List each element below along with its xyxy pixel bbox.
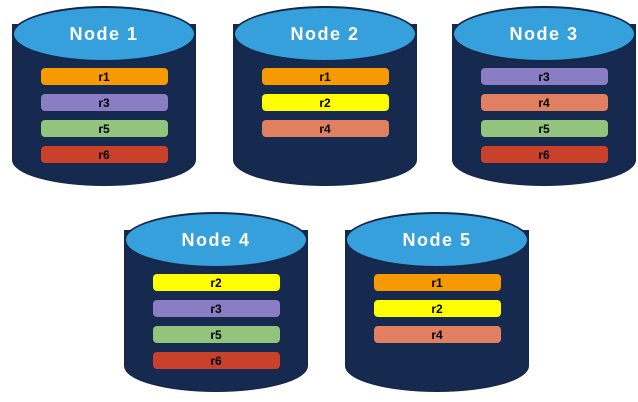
replica-bar[interactable]: r1 bbox=[40, 68, 168, 85]
replica-bar[interactable]: r6 bbox=[40, 146, 168, 163]
replica-bar[interactable]: r4 bbox=[480, 94, 608, 111]
replica-bar[interactable]: r2 bbox=[261, 94, 389, 111]
replica-bar[interactable]: r4 bbox=[261, 120, 389, 137]
cylinder-top-disc bbox=[124, 212, 308, 268]
replica-bar[interactable]: r2 bbox=[152, 274, 280, 291]
cylinder-top-disc bbox=[345, 212, 529, 268]
replica-bar[interactable]: r1 bbox=[261, 68, 389, 85]
replica-list: r1 r3 r5 r6 bbox=[12, 68, 196, 163]
replica-list: r3 r4 r5 r6 bbox=[452, 68, 636, 163]
cylinder-top-disc bbox=[452, 6, 636, 62]
replica-bar[interactable]: r6 bbox=[480, 146, 608, 163]
replica-bar[interactable]: r3 bbox=[40, 94, 168, 111]
replica-bar[interactable]: r5 bbox=[152, 326, 280, 343]
replica-bar[interactable]: r3 bbox=[152, 300, 280, 317]
replica-list: r2 r3 r5 r6 bbox=[124, 274, 308, 369]
replica-bar[interactable]: r5 bbox=[480, 120, 608, 137]
replica-bar[interactable]: r1 bbox=[373, 274, 501, 291]
cylinder-top-disc bbox=[233, 6, 417, 62]
replica-list: r1 r2 r4 bbox=[233, 68, 417, 137]
replica-bar[interactable]: r4 bbox=[373, 326, 501, 343]
replica-bar[interactable]: r5 bbox=[40, 120, 168, 137]
replica-bar[interactable]: r2 bbox=[373, 300, 501, 317]
replica-list: r1 r2 r4 bbox=[345, 274, 529, 343]
cylinder-top-disc bbox=[12, 6, 196, 62]
replica-bar[interactable]: r3 bbox=[480, 68, 608, 85]
replica-bar[interactable]: r6 bbox=[152, 352, 280, 369]
